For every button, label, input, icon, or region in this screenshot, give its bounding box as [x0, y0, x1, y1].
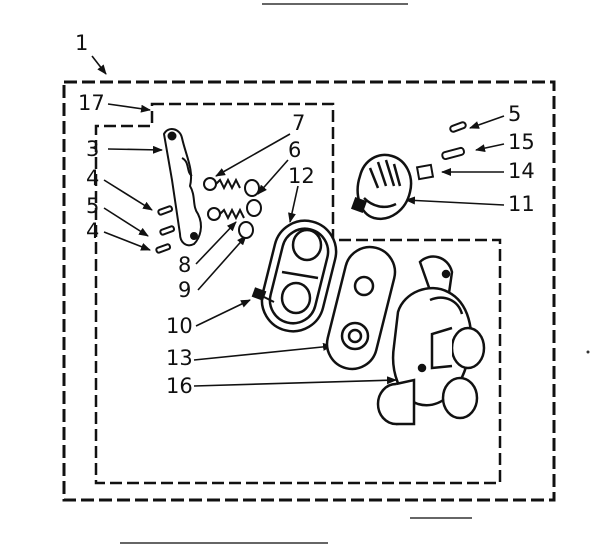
callout-7: 7	[292, 111, 306, 135]
callout-13: 13	[166, 346, 193, 370]
callout-3: 3	[86, 137, 100, 161]
leader-16	[193, 376, 397, 387]
subassembly-border	[94, 102, 502, 485]
callout-17: 17	[78, 91, 105, 115]
part-right-hardware	[415, 121, 467, 181]
leader-7	[215, 133, 291, 177]
leader-11	[405, 196, 505, 206]
leader-8	[195, 221, 237, 265]
leader-lines	[91, 55, 505, 387]
leader-9	[197, 235, 247, 291]
callout-8: 8	[178, 253, 192, 277]
part-screw	[251, 287, 275, 303]
leader-4a	[103, 179, 153, 211]
leader-4b	[103, 231, 151, 251]
part-lever	[162, 128, 202, 247]
callout-16: 16	[166, 374, 193, 398]
part-gasket	[260, 219, 338, 333]
callout-1: 1	[75, 31, 89, 55]
leader-10	[195, 299, 251, 327]
callout-4-upper: 4	[86, 166, 100, 190]
callout-5-left: 5	[86, 194, 100, 218]
leader-12	[288, 185, 299, 223]
leader-1	[91, 55, 107, 75]
part-plate	[325, 245, 397, 371]
leader-17	[107, 103, 151, 113]
callout-14: 14	[508, 159, 535, 183]
leader-5a	[103, 207, 149, 237]
leader-3	[107, 145, 163, 154]
callout-6: 6	[288, 138, 302, 162]
part-knob	[350, 153, 413, 221]
part-valve-body	[376, 255, 486, 426]
part-pins-left	[155, 205, 176, 254]
callout-5-right: 5	[508, 102, 522, 126]
callout-9: 9	[178, 278, 192, 302]
callout-15: 15	[508, 130, 535, 154]
callout-11: 11	[508, 192, 535, 216]
assembly-border	[62, 80, 556, 502]
leader-6	[257, 159, 289, 195]
callout-12: 12	[288, 164, 315, 188]
leader-13	[193, 342, 333, 361]
part-springs-knobs	[203, 177, 262, 239]
callout-10: 10	[166, 314, 193, 338]
leader-5b	[469, 115, 505, 129]
leader-15	[475, 143, 505, 153]
scan-dot	[586, 350, 590, 354]
callout-4-lower: 4	[86, 219, 100, 243]
